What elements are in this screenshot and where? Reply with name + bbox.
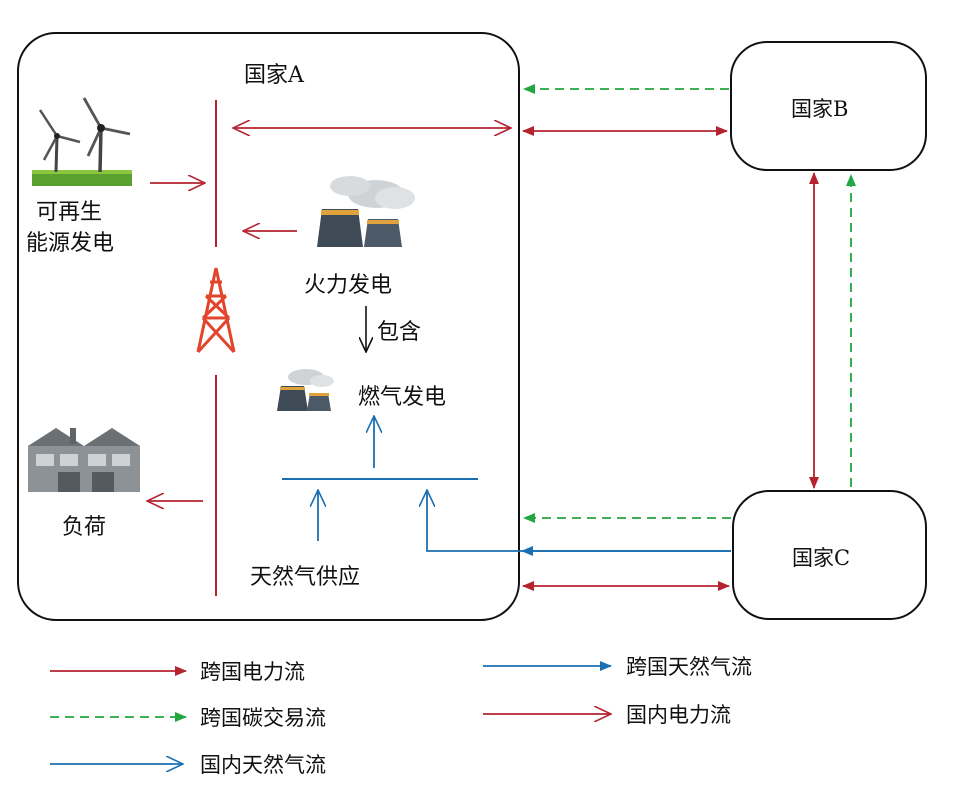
- transmission-tower-icon: [196, 267, 236, 354]
- country-b-title: 国家B: [791, 97, 848, 121]
- renewable-label-line1: 可再生: [36, 200, 102, 225]
- country-a-box: [17, 32, 520, 621]
- wind-turbine-icon: [32, 97, 132, 186]
- gas-power-label: 燃气发电: [358, 385, 446, 410]
- load-label: 负荷: [62, 515, 106, 540]
- factory-icon: [28, 428, 140, 492]
- legend-label-cross-border-gas: 跨国天然气流: [626, 655, 752, 679]
- legend: 跨国电力流 跨国天然气流 跨国碳交易流 国内电力流 国内天然气流: [50, 655, 752, 777]
- legend-label-domestic-gas: 国内天然气流: [200, 753, 326, 777]
- legend-label-cross-border-power: 跨国电力流: [200, 660, 305, 684]
- gas-supply-label: 天然气供应: [250, 565, 360, 590]
- thermal-label: 火力发电: [304, 273, 392, 298]
- gas-plant-icon: [277, 369, 334, 411]
- legend-label-carbon-trade: 跨国碳交易流: [200, 706, 326, 730]
- country-b-box: [730, 41, 927, 171]
- country-c-box: [732, 490, 927, 620]
- legend-label-domestic-power: 国内电力流: [626, 703, 731, 727]
- power-plant-icon: [317, 176, 415, 247]
- contains-label: 包含: [377, 320, 421, 345]
- country-a-title: 国家A: [244, 63, 305, 88]
- country-c-title: 国家C: [792, 546, 850, 570]
- renewable-label-line2: 能源发电: [26, 231, 114, 256]
